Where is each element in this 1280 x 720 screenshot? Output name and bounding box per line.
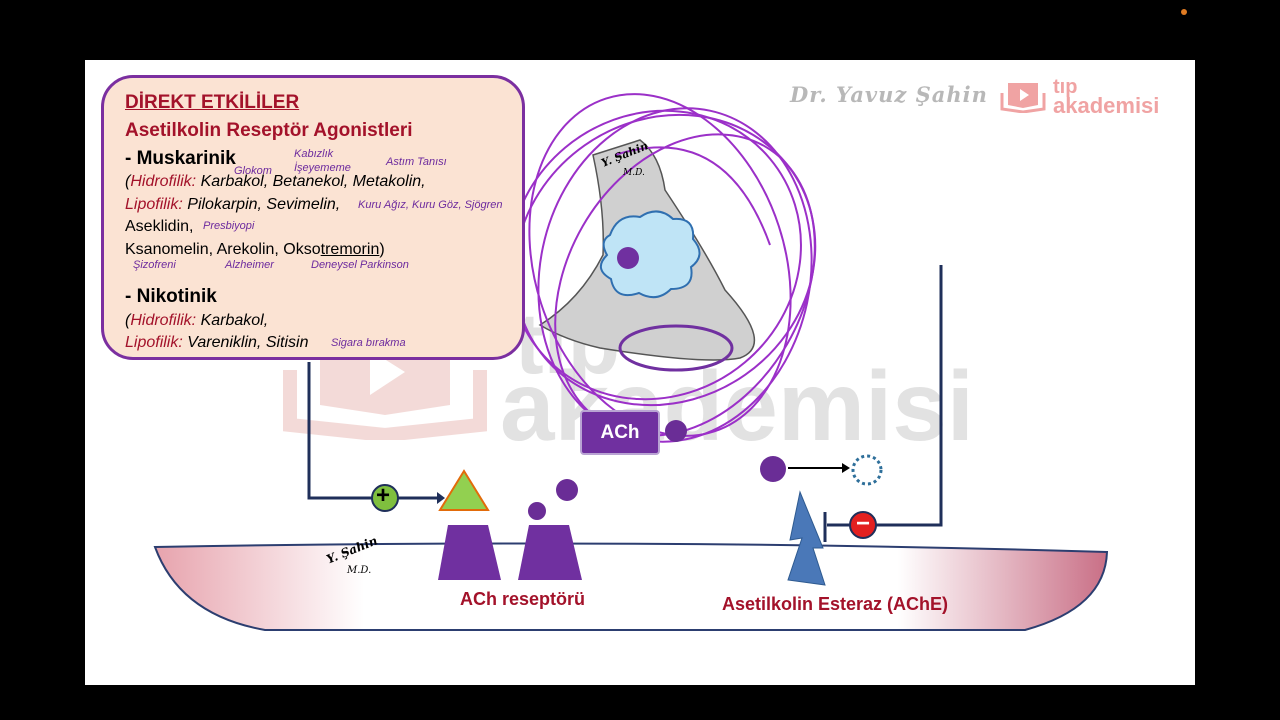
plus-circle: [371, 484, 399, 512]
hidrofilik-label: Hidrofilik:: [130, 173, 197, 190]
ach-molecule: [665, 420, 687, 442]
note-astim: Astım Tanısı: [386, 156, 447, 168]
membrane-signature-md: M.D.: [347, 565, 372, 576]
line4-a: Ksanomelin, Arekolin, Okso: [125, 241, 321, 258]
ach-molecule: [556, 479, 578, 501]
recording-indicator: [1181, 9, 1187, 15]
muskarinik-line2: Lipofilik: Pilokarpin, Sevimelin,: [125, 196, 340, 214]
lipofilik-drugs: Vareniklin, Sitisin: [187, 334, 309, 351]
note-kabizlik: Kabızlık: [294, 148, 334, 160]
right-pathway-line: [827, 265, 943, 527]
agonist-triangle: [438, 469, 490, 511]
author-name: Dr. Yavuz Şahin: [790, 82, 988, 107]
nikotinik-line2: Lipofilik: Vareniklin, Sitisin: [125, 334, 309, 352]
ach-receptor-2: [518, 525, 582, 580]
info-subtitle: Asetilkolin Reseptör Agonistleri: [125, 120, 413, 141]
note-parkinson: Deneysel Parkinson: [311, 259, 409, 271]
lipofilik-label: Lipofilik:: [125, 334, 183, 351]
lipofilik-label: Lipofilik:: [125, 196, 183, 213]
left-pathway-line: [307, 362, 437, 500]
neuron-nucleus: [600, 210, 701, 299]
hidrofilik-label: Hidrofilik:: [130, 312, 197, 329]
enzyme-label: Asetilkolin Esteraz (AChE): [722, 594, 949, 614]
muskarinik-line3: Aseklidin,: [125, 218, 194, 235]
hidrofilik-drugs: Karbakol, Betanekol, Metakolin,: [200, 173, 426, 190]
receptor-label: ACh reseptörü: [460, 589, 586, 609]
brand-line2: akademisi: [1053, 93, 1160, 118]
hidrofilik-drugs: Karbakol,: [200, 312, 269, 329]
line4-b: tremorin: [320, 241, 380, 258]
muskarinik-line1: (Hidrofilik: Karbakol, Betanekol, Metako…: [125, 173, 426, 191]
note-kuru: Kuru Ağız, Kuru Göz, Sjögren: [358, 199, 503, 211]
note-alzheimer: Alzheimer: [225, 259, 274, 271]
ach-molecule: [528, 502, 546, 520]
slide: tıp akademisi Dr. Yavuz Şahin tıp akadem…: [85, 60, 1195, 685]
minus-circle: [849, 511, 877, 539]
ach-receptor-1: [438, 525, 501, 580]
postsynaptic-membrane: [153, 542, 1109, 631]
open-paren: (: [125, 173, 131, 190]
muskarinik-heading: - Muskarinik: [125, 148, 236, 169]
ach-box: ACh: [580, 410, 660, 455]
info-title: DİREKT ETKİLİLER: [125, 92, 300, 113]
note-sigara: Sigara bırakma: [331, 337, 406, 349]
neuron-nucleolus: [617, 247, 639, 269]
open-paren: (: [125, 312, 131, 329]
line4-c: ): [379, 241, 385, 258]
note-glokom: Glokom: [234, 165, 272, 177]
nikotinik-line1: (Hidrofilik: Karbakol,: [125, 312, 268, 330]
brand-logo: tıp akademisi: [1000, 76, 1185, 118]
note-iseyememe: İşeyememe: [294, 162, 351, 174]
nmj-diagram: [153, 93, 1109, 631]
muskarinik-line4: Ksanomelin, Arekolin, Oksotremorin): [125, 241, 385, 259]
nikotinik-heading: - Nikotinik: [125, 286, 217, 307]
lipofilik-drugs: Pilokarpin, Sevimelin,: [187, 196, 341, 213]
brand-book-icon: [1000, 83, 1046, 113]
plus-sign: +: [376, 482, 391, 509]
ache-enzyme: [787, 490, 826, 586]
hydrolysis-arrowhead: [842, 463, 850, 473]
ach-molecule: [760, 456, 786, 482]
neuron-signature-md: M.D.: [623, 168, 645, 178]
note-presbiyopi: Presbiyopi: [203, 220, 255, 232]
ach-molecule-broken: [851, 454, 883, 486]
axon-terminal: [618, 324, 734, 372]
note-sizofreni: Şizofreni: [133, 259, 176, 271]
brand-line1: tıp: [1053, 76, 1078, 98]
minus-sign: −: [856, 510, 871, 537]
pathway-arrowhead: [437, 492, 445, 504]
info-box: DİREKT ETKİLİLER Asetilkolin Reseptör Ag…: [101, 75, 525, 360]
